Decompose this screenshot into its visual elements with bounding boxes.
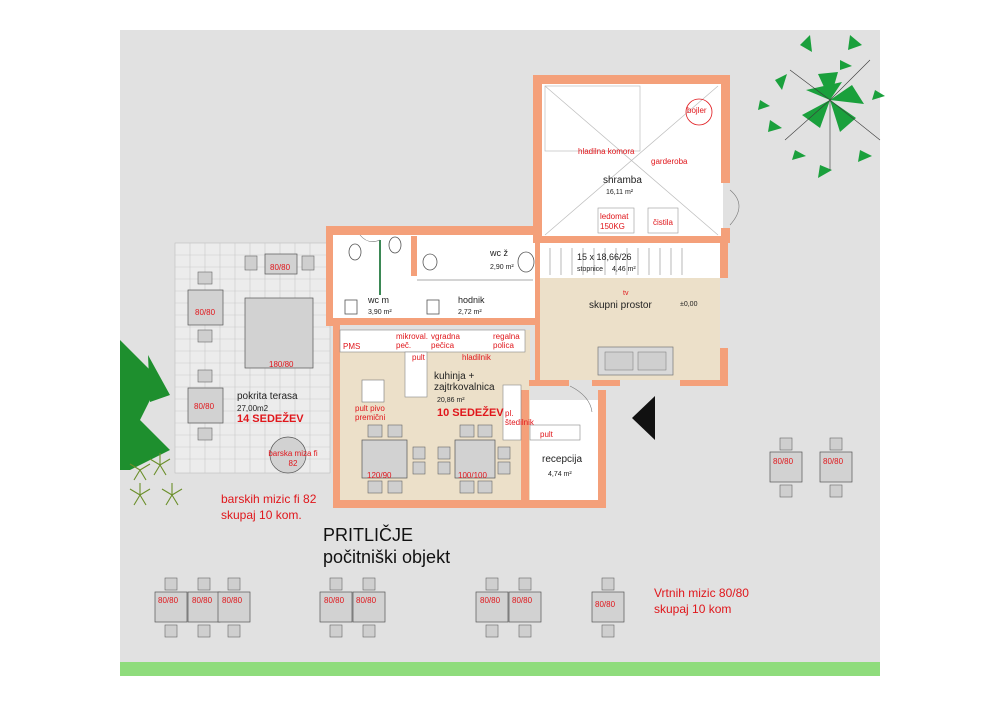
- wc-m-area: 3,90 m²: [368, 309, 392, 316]
- recepcija-area: 4,74 m²: [548, 471, 572, 478]
- kuhinja-seats: 10 SEDEŽEV: [437, 407, 504, 419]
- garden-table-label: 80/80: [192, 596, 213, 605]
- shramba-label: shramba: [603, 175, 642, 186]
- skupni-prostor-label: skupni prostor: [589, 300, 652, 311]
- tree-branches: [784, 59, 881, 170]
- plan-title: PRITLIČJE: [323, 525, 414, 545]
- garden-table-label: 80/80: [356, 596, 377, 605]
- kitchen-tables: [361, 439, 496, 479]
- shrubs: [120, 340, 170, 470]
- garden-tables: [154, 451, 853, 623]
- stairs-area: 4,46 m²: [612, 266, 636, 273]
- kuhinja-area: 20,86 m²: [437, 397, 465, 404]
- grass-strip: [120, 662, 880, 676]
- wc-fixtures: [344, 236, 535, 315]
- stairs-sub-label: stopnice: [577, 266, 604, 273]
- bar-tables-note-line2: skupaj 10 kom.: [221, 508, 302, 522]
- stairs: [549, 248, 683, 275]
- kuhinja-label: kuhinja + zajtrkovalnica: [434, 371, 495, 393]
- pms-label: PMS: [343, 342, 361, 351]
- garden-tables-note-line1: Vrtnih mizic 80/80: [654, 586, 749, 600]
- wc-z-area: 2,90 m²: [490, 264, 514, 271]
- entrance-arrow: [632, 396, 655, 440]
- garden-table-label: 80/80: [222, 596, 243, 605]
- pl-stedilnik-label: pl. štedilnik: [505, 409, 534, 427]
- terrace-table-80-label: 80/80: [195, 308, 216, 317]
- terrace-table-80-label: 80/80: [270, 263, 291, 272]
- garden-table-label: 80/80: [773, 457, 794, 466]
- small-plants: [129, 453, 183, 506]
- bar-table-label: barska miza fi 82: [268, 449, 318, 468]
- kitchen-chairs: [367, 424, 511, 494]
- garden-chairs: [164, 437, 843, 638]
- garden-table-label: 80/80: [324, 596, 345, 605]
- tv-label: tv: [623, 290, 629, 297]
- garden-table-label: 80/80: [480, 596, 501, 605]
- garderoba-label: garderoba: [651, 157, 688, 166]
- bojler-symbol: [685, 98, 713, 126]
- terrace-tables: [187, 253, 314, 424]
- hodnik-label: hodnik: [458, 295, 485, 305]
- doors: [359, 189, 740, 413]
- room-floor-stopnice: [540, 243, 723, 278]
- mikroval-label: mikroval. peč.: [396, 332, 429, 350]
- recepcija-label: recepcija: [542, 454, 583, 465]
- garden-table-label: 80/80: [512, 596, 533, 605]
- recepcija-pult-label: pult: [540, 430, 553, 439]
- pult-pivo-label: pult pivo premični: [355, 404, 386, 422]
- plan-subtitle: počitniški objekt: [323, 547, 451, 567]
- terrace-table-80-label: 80/80: [194, 402, 215, 411]
- garden-table-label: 80/80: [595, 600, 616, 609]
- kitchen-counters: [339, 329, 581, 441]
- hladilnik-label: hladilnik: [462, 353, 491, 362]
- ledomat-label: ledomat 150KG: [600, 212, 629, 231]
- cistila-label: čistila: [653, 218, 674, 227]
- level-label: ±0,00: [680, 301, 698, 308]
- hodnik-area: 2,72 m²: [458, 309, 482, 316]
- shramba-area: 16,11 m²: [606, 189, 634, 196]
- garden-tables-note-line2: skupaj 10 kom: [654, 602, 732, 616]
- terasa-label: pokrita terasa: [237, 391, 298, 402]
- terasa-area: 27,00m2: [237, 404, 269, 413]
- vgradna-label: vgradna pečica: [431, 332, 460, 350]
- ledomat-box: [597, 207, 635, 234]
- stairs-label: 15 x 18,66/26: [577, 252, 632, 262]
- garden-table-label: 80/80: [158, 596, 179, 605]
- table-100-100-label: 100/100: [458, 471, 487, 480]
- wc-z-label: wc ž: [490, 248, 508, 258]
- regalna-label: regalna polica: [493, 332, 520, 350]
- bojler-label: bojler: [687, 106, 707, 115]
- garden-table-label: 80/80: [823, 457, 844, 466]
- terasa-seats: 14 SEDEŽEV: [237, 413, 304, 425]
- wc-m-label: wc m: [368, 295, 389, 305]
- table-120-90-label: 120/90: [367, 471, 392, 480]
- walls: [326, 75, 730, 508]
- bar-table: [269, 436, 307, 474]
- shramba-cross: [544, 85, 719, 236]
- hladilna-komora-label: hladilna komora: [578, 147, 635, 156]
- terrace-table-180-label: 180/80: [269, 360, 294, 369]
- room-floor-recepcija: [530, 400, 605, 500]
- cistila-box: [647, 207, 679, 234]
- tree-icon: [758, 35, 885, 178]
- terrace-chairs: [197, 255, 315, 441]
- bar-tables-note-line1: barskih mizic fi 82: [221, 492, 317, 506]
- beer-counter: [361, 379, 385, 403]
- kitchen-pult-label: pult: [412, 353, 425, 362]
